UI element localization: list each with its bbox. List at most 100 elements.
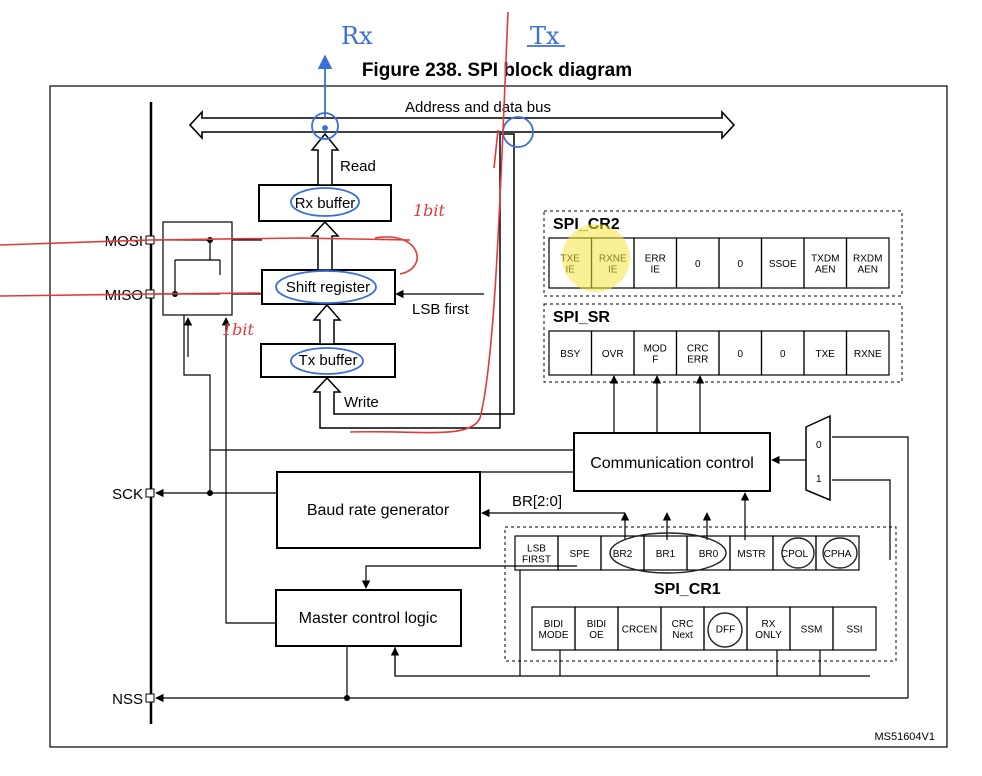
mux-0-label: 0 bbox=[816, 440, 822, 451]
pin-label-nss: NSS bbox=[112, 691, 143, 708]
register-bit: SPE bbox=[557, 535, 602, 571]
annotation-one-bit-top: 1bit bbox=[413, 201, 446, 220]
annotation-one-bit-bottom: 1bit bbox=[222, 320, 255, 339]
mux-1-label: 1 bbox=[816, 474, 822, 485]
figure-id: MS51604V1 bbox=[874, 731, 935, 743]
spi-sr-name: SPI_SR bbox=[553, 309, 610, 326]
register-bit: RXNE bbox=[845, 330, 890, 376]
register-bit: CPOL bbox=[772, 535, 817, 571]
register-bit-label: 0 bbox=[737, 259, 743, 270]
register-bit-label: 0 bbox=[780, 349, 786, 360]
register-bit-label: CPOL bbox=[781, 549, 809, 560]
register-bit-label: OVR bbox=[602, 349, 624, 360]
register-bit-label: SSM bbox=[801, 625, 823, 636]
data-path-arrows bbox=[310, 132, 515, 429]
tx-buffer-label: Tx buffer bbox=[299, 352, 358, 369]
diagram-frame bbox=[49, 85, 948, 748]
lsb-first-label: LSB first bbox=[412, 301, 470, 318]
register-bit: TXE bbox=[803, 330, 848, 376]
pin-label-miso: MISO bbox=[105, 287, 143, 304]
spi-sr-group bbox=[543, 303, 903, 383]
annotation-layer: Rx Tx 1bit 1bit bbox=[0, 11, 858, 648]
register-bit-label: DFF bbox=[716, 625, 735, 636]
register-bit-label: BR0 bbox=[699, 549, 719, 560]
spi-cr1-group bbox=[504, 526, 897, 662]
register-bit: CPHA bbox=[815, 535, 860, 571]
register-bit: OVR bbox=[590, 330, 635, 376]
register-bit-label: TXE bbox=[816, 349, 836, 360]
register-bit: 0 bbox=[675, 237, 720, 289]
read-label: Read bbox=[340, 158, 376, 175]
register-bit: CRCEN bbox=[617, 606, 662, 651]
master-control-logic-block bbox=[275, 589, 462, 647]
master-control-logic-label: Master control logic bbox=[299, 610, 438, 627]
figure-title: Figure 238. SPI block diagram bbox=[362, 60, 632, 81]
rx-buffer-label: Rx buffer bbox=[295, 195, 356, 212]
register-bit: SSI bbox=[832, 606, 877, 651]
register-bit: SSM bbox=[789, 606, 834, 651]
tx-buffer-block bbox=[260, 343, 396, 378]
register-bit-label: 0 bbox=[737, 349, 743, 360]
register-bit: BR1 bbox=[643, 535, 688, 571]
pin-miso: MISO bbox=[105, 287, 155, 304]
register-bit-label: RXNE bbox=[854, 349, 882, 360]
register-bit: MSTR bbox=[729, 535, 774, 571]
register-bit-label: CRCEN bbox=[622, 625, 658, 636]
baud-rate-generator-label: Baud rate generator bbox=[307, 502, 450, 519]
register-bit-label: CPHA bbox=[824, 549, 852, 560]
communication-control-block bbox=[573, 432, 771, 492]
bus-label: Address and data bus bbox=[405, 99, 551, 116]
pin-nss: NSS bbox=[112, 691, 155, 708]
register-bit: SSOE bbox=[760, 237, 805, 289]
register-bit-label: SPE bbox=[569, 549, 589, 560]
register-bit: 0 bbox=[718, 237, 763, 289]
shift-register-label: Shift register bbox=[286, 279, 370, 296]
register-bit-label: BSY bbox=[560, 349, 580, 360]
register-bit-label: SSI bbox=[846, 625, 862, 636]
rx-buffer-block bbox=[258, 184, 392, 222]
io-switch-box bbox=[154, 221, 262, 316]
write-label: Write bbox=[344, 394, 379, 411]
mux bbox=[805, 414, 831, 502]
register-bit: BSY bbox=[548, 330, 593, 376]
register-bit-label: SSOE bbox=[769, 259, 797, 270]
spi-cr1-name: SPI_CR1 bbox=[654, 581, 721, 598]
register-bit-label: 0 bbox=[695, 259, 701, 270]
annotation-rx: Rx bbox=[341, 22, 373, 50]
br-label: BR[2:0] bbox=[512, 493, 562, 510]
highlight-txeie-rxneie bbox=[562, 224, 630, 292]
pin-sck: SCK bbox=[112, 486, 155, 503]
register-bit-label: BR1 bbox=[656, 549, 676, 560]
register-bit-label: MSTR bbox=[737, 549, 765, 560]
baud-rate-generator-block bbox=[276, 471, 481, 549]
pin-label-sck: SCK bbox=[112, 486, 143, 503]
communication-control-label: Communication control bbox=[590, 455, 754, 472]
register-bit: 0 bbox=[718, 330, 763, 376]
register-bit: 0 bbox=[760, 330, 805, 376]
register-bit-label: BR2 bbox=[613, 549, 633, 560]
